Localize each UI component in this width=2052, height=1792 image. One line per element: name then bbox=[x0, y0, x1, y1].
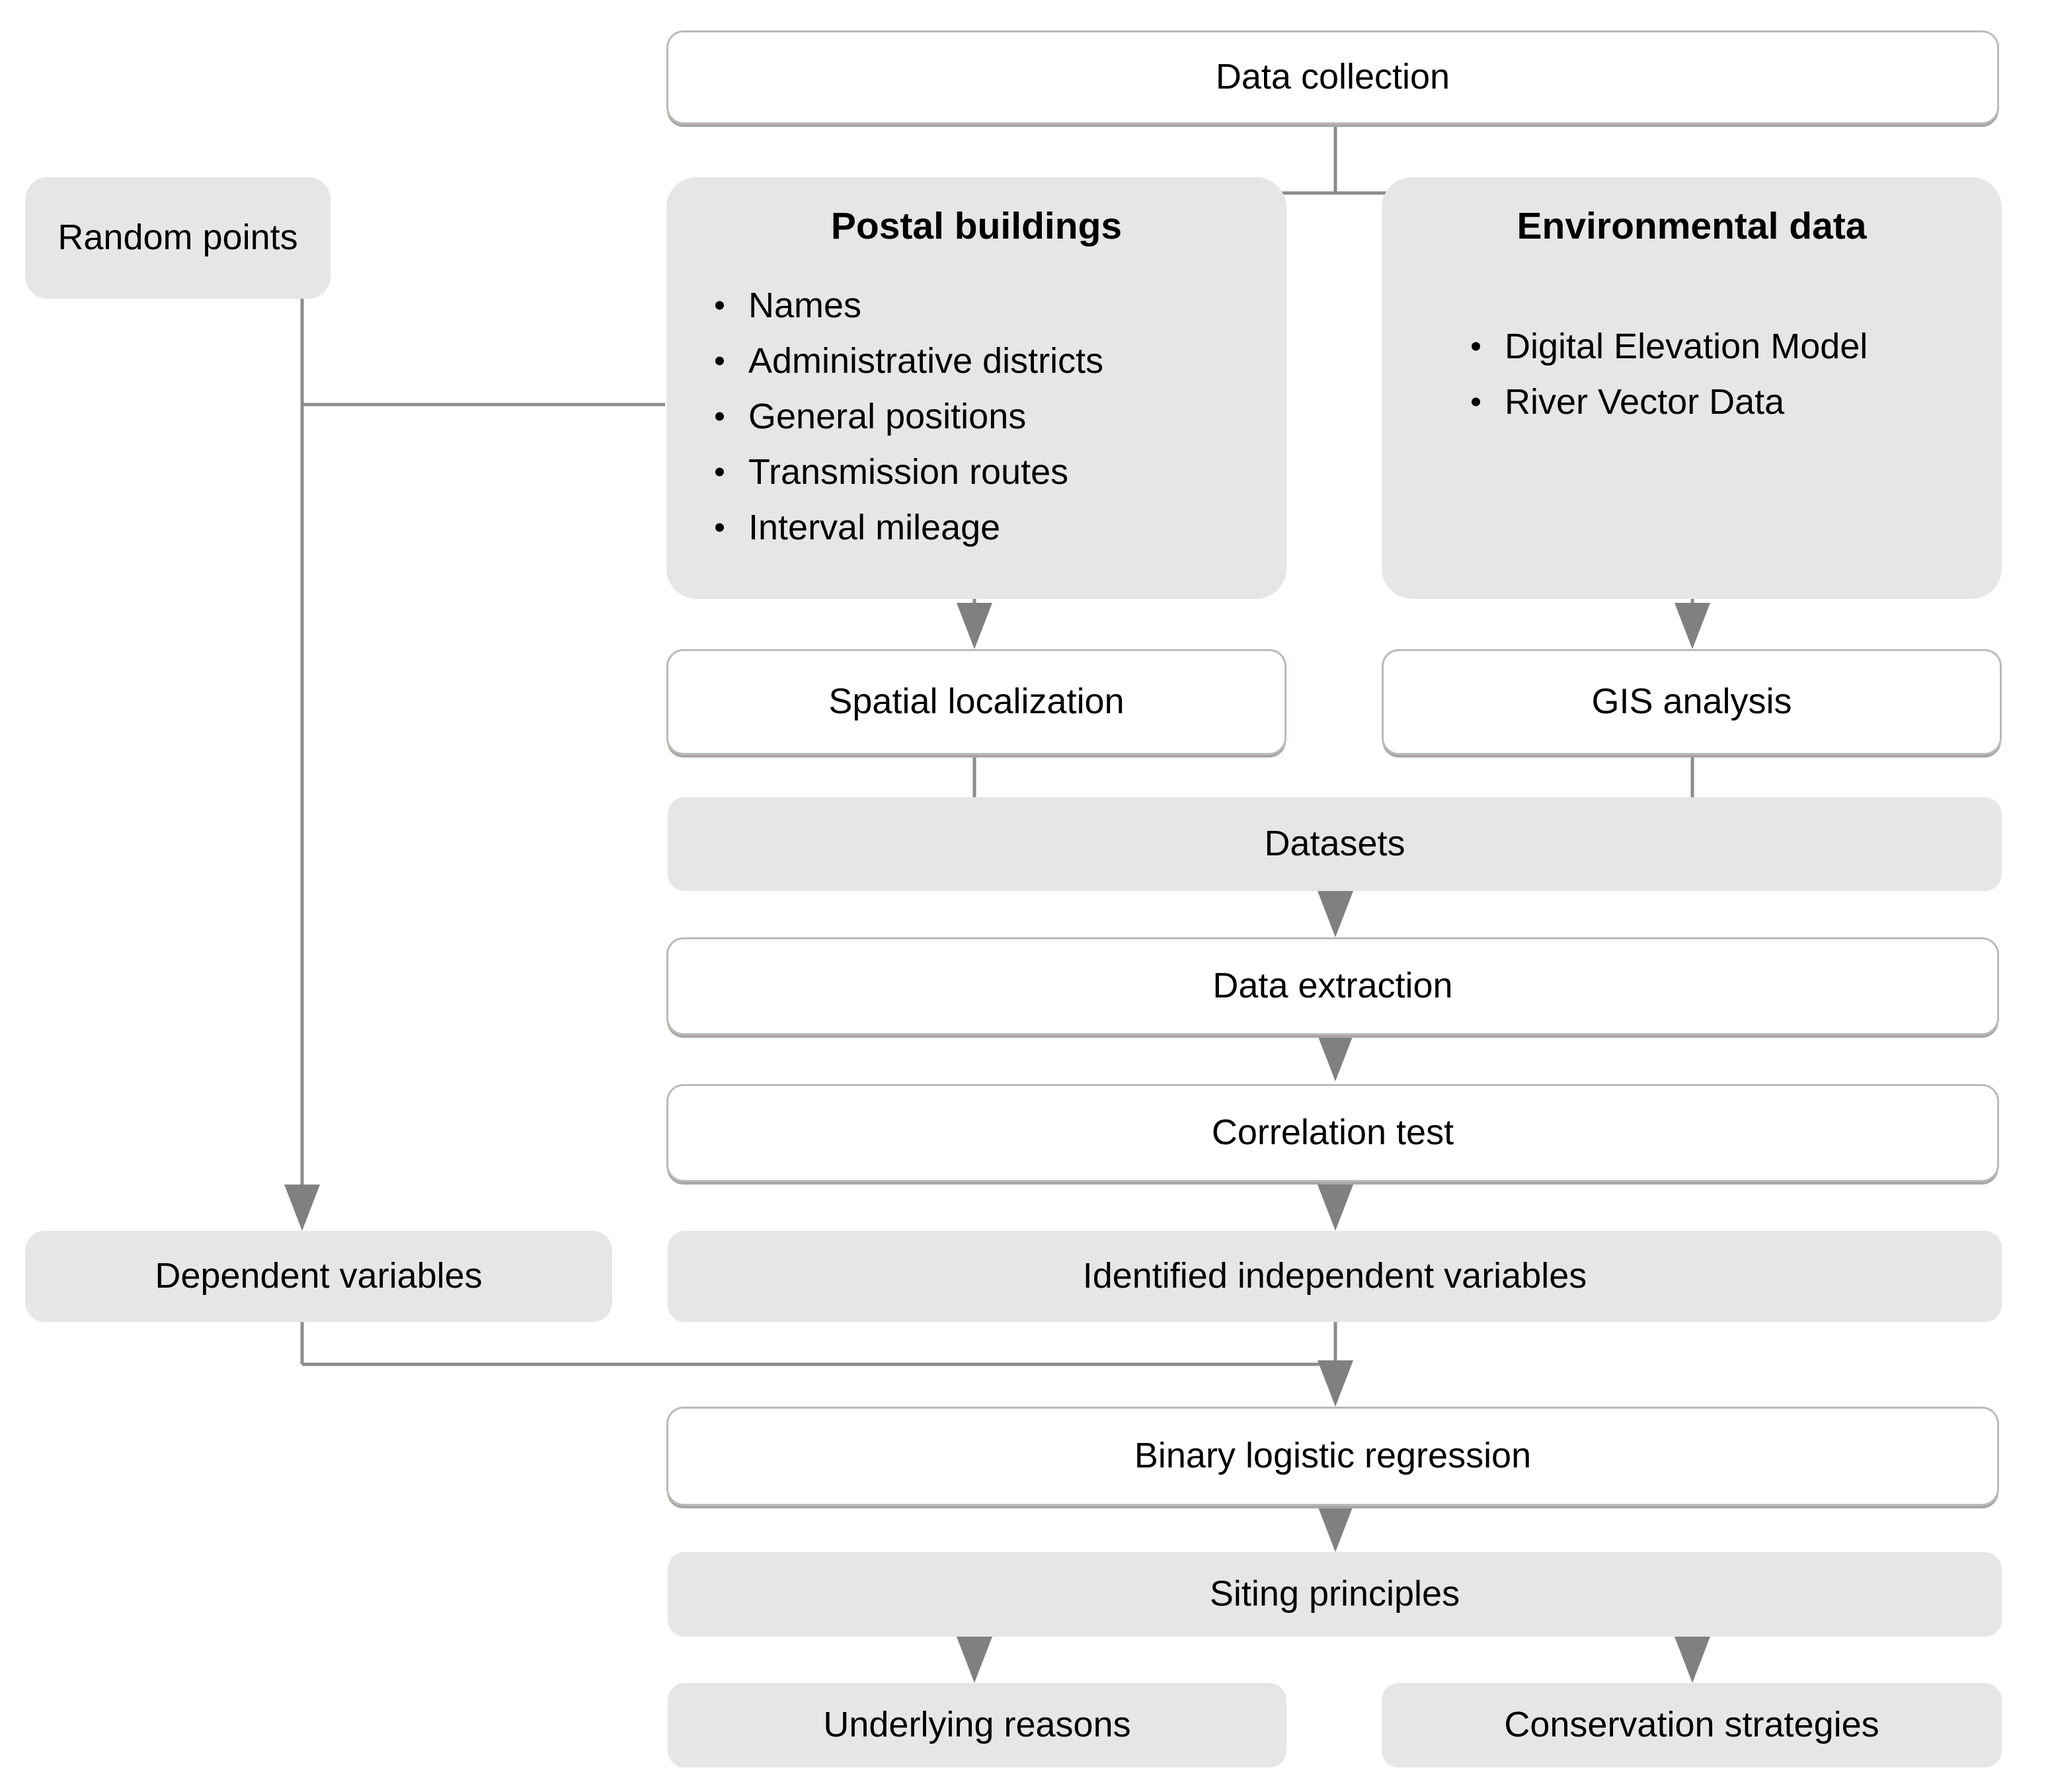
list-item-label: Transmission routes bbox=[748, 451, 1069, 492]
node-correlation-test-label: Correlation test bbox=[1211, 1112, 1454, 1153]
node-postal-buildings-title: Postal buildings bbox=[830, 205, 1123, 247]
list-item-label: Digital Elevation Model bbox=[1505, 326, 1868, 366]
list-item-label: Interval mileage bbox=[748, 507, 1001, 547]
node-data-extraction[interactable]: Data extraction bbox=[666, 937, 1999, 1035]
bullet-icon bbox=[1472, 397, 1480, 407]
edge-extraction-correlation bbox=[1318, 1035, 1353, 1081]
edge-datasets-extraction bbox=[1318, 891, 1353, 937]
node-gis-analysis[interactable]: GIS analysis bbox=[1382, 649, 2002, 755]
node-correlation-test[interactable]: Correlation test bbox=[666, 1084, 1999, 1182]
node-spatial-localization-label: Spatial localization bbox=[828, 682, 1125, 722]
node-underlying-reasons-label: Underlying reasons bbox=[823, 1705, 1131, 1745]
edge-regression-siting bbox=[1318, 1506, 1353, 1552]
list-item-label: Names bbox=[748, 285, 862, 325]
node-random-points[interactable]: Random points bbox=[25, 177, 331, 299]
list-item: Interval mileage bbox=[703, 510, 1286, 545]
edge-environmental-gis bbox=[1675, 598, 1710, 649]
list-item: Administrative districts bbox=[703, 343, 1286, 379]
node-data-collection[interactable]: Data collection bbox=[666, 30, 1999, 124]
list-item: Digital Elevation Model bbox=[1460, 329, 2002, 364]
postal-buildings-list: Names Administrative districts General p… bbox=[703, 288, 1286, 565]
node-gis-analysis-label: GIS analysis bbox=[1591, 682, 1792, 722]
list-item: General positions bbox=[703, 399, 1286, 434]
node-spatial-localization[interactable]: Spatial localization bbox=[666, 649, 1286, 755]
bullet-icon bbox=[715, 523, 724, 532]
node-environmental-data[interactable]: Environmental data Digital Elevation Mod… bbox=[1382, 177, 2002, 599]
node-datasets-label: Datasets bbox=[1264, 824, 1405, 864]
edge-randompoints-postal-and-dependent bbox=[284, 299, 665, 1231]
node-siting-principles-label: Siting principles bbox=[1209, 1574, 1460, 1614]
node-environmental-data-title: Environmental data bbox=[1517, 205, 1867, 247]
edge-postal-spatial bbox=[957, 598, 992, 649]
node-random-points-label: Random points bbox=[58, 217, 298, 258]
node-underlying-reasons[interactable]: Underlying reasons bbox=[668, 1683, 1286, 1768]
node-conservation-strategies[interactable]: Conservation strategies bbox=[1382, 1683, 2002, 1768]
node-data-collection-label: Data collection bbox=[1215, 57, 1450, 97]
node-conservation-strategies-label: Conservation strategies bbox=[1504, 1705, 1879, 1745]
node-dependent-variables-label: Dependent variables bbox=[155, 1256, 483, 1296]
node-siting-principles[interactable]: Siting principles bbox=[668, 1552, 2002, 1637]
list-item-label: River Vector Data bbox=[1505, 381, 1785, 422]
node-binary-logistic-regression-label: Binary logistic regression bbox=[1134, 1436, 1532, 1476]
bullet-icon bbox=[715, 301, 724, 310]
environmental-data-list: Digital Elevation Model River Vector Dat… bbox=[1460, 329, 2002, 440]
edge-siting-outcomes bbox=[957, 1637, 1710, 1683]
node-postal-buildings[interactable]: Postal buildings Names Administrative di… bbox=[666, 177, 1286, 599]
list-item: Transmission routes bbox=[703, 454, 1286, 490]
node-dependent-variables[interactable]: Dependent variables bbox=[25, 1231, 612, 1322]
node-data-extraction-label: Data extraction bbox=[1212, 966, 1453, 1006]
bullet-icon bbox=[715, 412, 724, 421]
bullet-icon bbox=[715, 356, 724, 366]
node-datasets[interactable]: Datasets bbox=[668, 797, 2002, 891]
node-binary-logistic-regression[interactable]: Binary logistic regression bbox=[666, 1407, 1999, 1506]
edge-variables-to-regression bbox=[300, 1322, 1353, 1407]
list-item: Names bbox=[703, 288, 1286, 323]
edge-correlation-identified bbox=[1318, 1185, 1353, 1231]
bullet-icon bbox=[715, 467, 724, 477]
node-identified-independent-variables[interactable]: Identified independent variables bbox=[668, 1231, 2002, 1322]
bullet-icon bbox=[1472, 342, 1480, 351]
list-item-label: Administrative districts bbox=[748, 340, 1104, 381]
node-identified-independent-variables-label: Identified independent variables bbox=[1082, 1256, 1587, 1296]
list-item: River Vector Data bbox=[1460, 384, 2002, 420]
list-item-label: General positions bbox=[748, 396, 1027, 436]
